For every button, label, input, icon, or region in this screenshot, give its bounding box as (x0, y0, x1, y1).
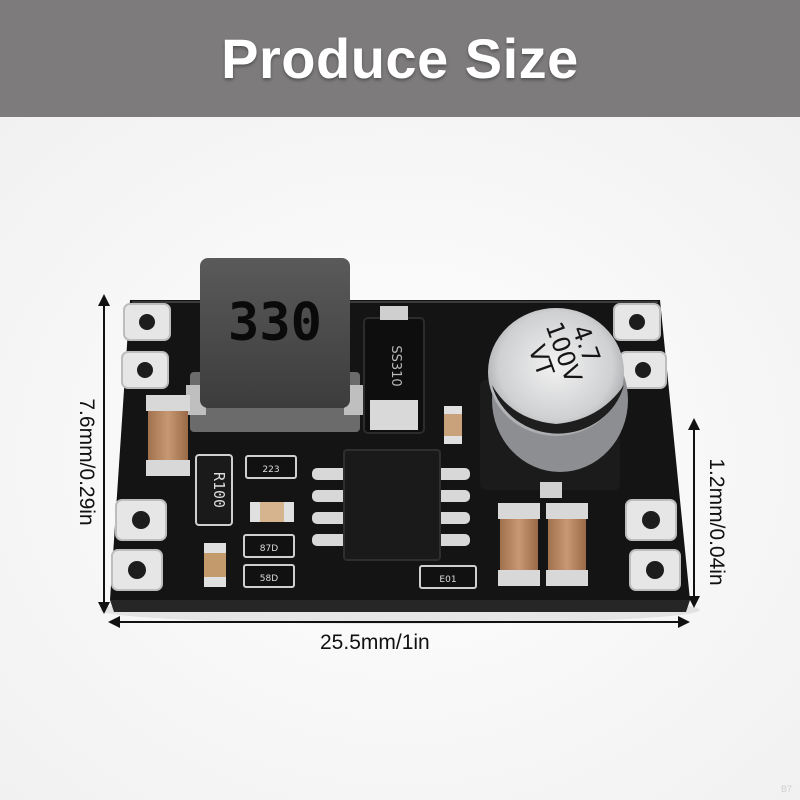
ic-chip (312, 449, 470, 561)
smd-resistor-e01: E01 (419, 565, 477, 589)
watermark: B7 (780, 784, 792, 794)
electrolytic-capacitor: 4.7 100V VT (480, 308, 628, 498)
ceramic-capacitor-right-2 (546, 503, 588, 586)
diode: SS310 (363, 306, 425, 434)
smd-marking-87d: 87D (260, 544, 278, 554)
inductor-marking: 330 (228, 293, 322, 353)
smd-capacitor-tan (250, 502, 294, 522)
diode-marking: SS310 (388, 345, 403, 386)
ceramic-capacitor-right-1 (498, 503, 540, 586)
smd-marking-58d: 58D (260, 574, 278, 584)
smd-capacitor-small (204, 543, 226, 587)
title-banner: Produce Size (0, 0, 800, 117)
thickness-label: 1.2mm/0.04in (705, 458, 728, 586)
ceramic-capacitor-left (146, 395, 190, 476)
product-photo: 330 SS310 4.7 100V VT R100 223 (0, 117, 800, 800)
thickness-dimension-arrow (688, 418, 700, 608)
smd-capacitor-top (444, 406, 462, 444)
smd-resistor-87d: 87D (243, 534, 295, 558)
height-label: 7.6mm/0.29in (75, 398, 98, 526)
smd-marking-223: 223 (262, 465, 279, 475)
smd-resistor-58d: 58D (243, 564, 295, 588)
banner-title: Produce Size (221, 27, 579, 90)
smd-marking-e01: E01 (439, 575, 456, 585)
inductor: 330 (186, 258, 364, 432)
sense-resistor: R100 (195, 454, 233, 526)
resistor-marking: R100 (210, 472, 228, 508)
height-dimension-arrow (98, 294, 110, 614)
smd-resistor-223: 223 (245, 455, 297, 479)
width-dimension-arrow (108, 616, 690, 628)
width-label: 25.5mm/1in (320, 631, 430, 654)
